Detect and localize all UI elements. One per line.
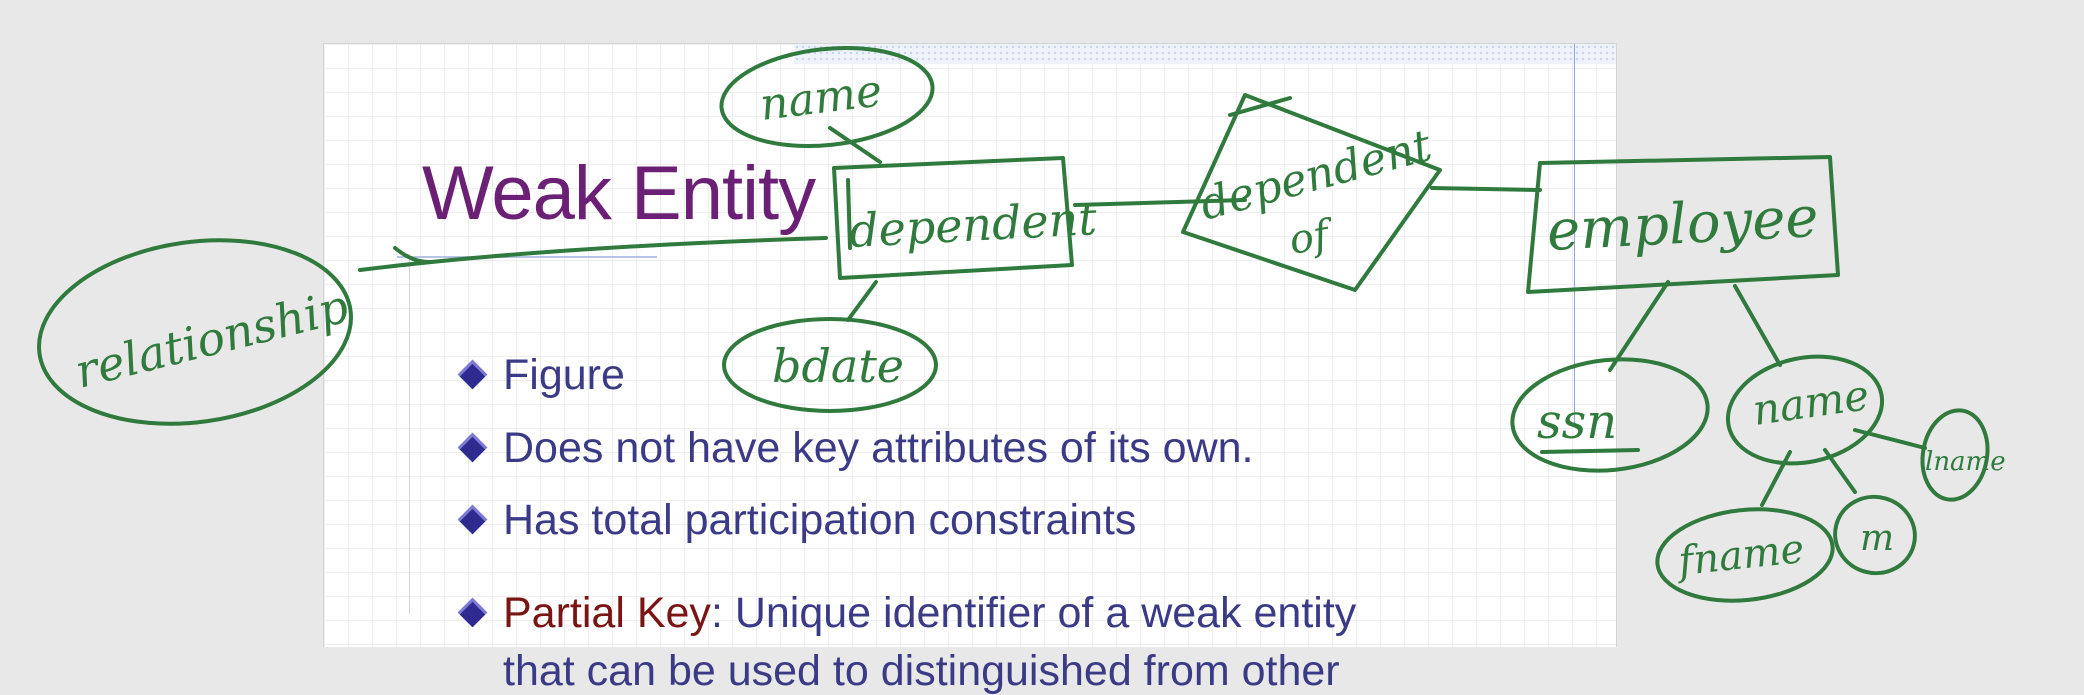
bullet-continuation: that can be used to distinguished from o… [503, 647, 1340, 695]
layout-guide-line [1574, 44, 1575, 424]
diamond-bullet-icon [457, 504, 488, 535]
m-attribute-ellipse [1833, 494, 1917, 576]
bullet-item: Has total participation constraints [454, 496, 1136, 544]
bullet-text: Does not have key attributes of its own. [503, 424, 1254, 472]
partial-key-term: Partial Key [503, 589, 711, 637]
relationship-ellipse [37, 238, 353, 426]
name-composite-label: name [1750, 370, 1872, 435]
slide-header-band [794, 44, 1616, 64]
connector-line [1823, 448, 1857, 494]
relationship-label: relationship [70, 279, 354, 399]
lname-attribute-ellipse [1920, 408, 1990, 502]
m-attribute-label: m [1860, 518, 1894, 559]
bullet-text: Has total participation constraints [503, 496, 1137, 544]
bullet-item: Partial Key: Unique identifier of a weak… [454, 589, 1356, 637]
connector-line [1853, 428, 1927, 450]
slide-title: Weak Entity [422, 151, 816, 236]
diamond-bullet-icon [457, 597, 488, 628]
bullet-text: : Unique identifier of a weak entity [710, 589, 1357, 637]
connector-line [1608, 280, 1670, 372]
lname-attribute-label: lname [1925, 447, 2006, 477]
connector-line [1733, 284, 1782, 367]
diamond-bullet-icon [457, 359, 488, 390]
title-divider [397, 256, 657, 258]
layout-guide-line [409, 254, 410, 614]
diamond-bullet-icon [457, 432, 488, 463]
bullet-text: Figure [503, 351, 625, 399]
bullet-item: Does not have key attributes of its own. [454, 424, 1254, 472]
bullet-item: Figure [454, 351, 625, 399]
fname-attribute-label: fname [1673, 526, 1806, 585]
connector-line [1760, 450, 1792, 507]
slide: Weak Entity Figure Does not have key att… [323, 43, 1617, 695]
name-composite-ellipse [1725, 354, 1885, 466]
fname-attribute-ellipse [1655, 507, 1835, 603]
